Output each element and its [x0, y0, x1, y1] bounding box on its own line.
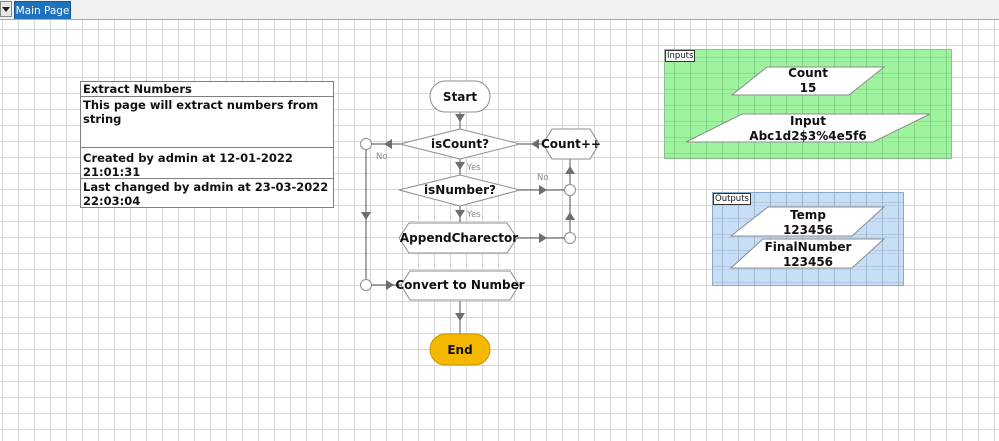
arrow-down-icon: [455, 162, 465, 170]
output-item-temp[interactable]: Temp 123456: [729, 206, 886, 237]
arrow-left-icon: [531, 139, 539, 149]
arrow-down-icon: [361, 212, 371, 220]
info-created: Created by admin at 12-01-2022 21:01:31: [81, 148, 333, 179]
tab-main-page[interactable]: Main Page: [14, 1, 71, 19]
arrow-down-icon: [455, 313, 465, 321]
tab-dropdown-button[interactable]: [0, 1, 12, 17]
node-count-increment[interactable]: Count++: [541, 128, 601, 160]
arrow-right-icon: [539, 233, 547, 243]
input-count-value: 15: [800, 81, 817, 95]
node-end-label: End: [447, 343, 472, 357]
label-yes-1: Yes: [466, 163, 481, 173]
arrow-right-icon: [386, 280, 394, 290]
label-no-2: No: [537, 173, 549, 183]
label-no-1: No: [376, 152, 388, 162]
node-isnumber-decision[interactable]: isNumber?: [398, 174, 522, 207]
info-changed: Last changed by admin at 23-03-2022 22:0…: [81, 179, 333, 208]
junction-left-top[interactable]: [360, 138, 372, 150]
node-isnumber-label: isNumber?: [424, 183, 496, 197]
output-finalnumber-value: 123456: [783, 255, 833, 269]
page-info-box[interactable]: Extract Numbers This page will extract n…: [80, 81, 334, 208]
node-append[interactable]: AppendCharector: [398, 222, 518, 254]
info-description: This page will extract numbers from stri…: [81, 97, 333, 148]
node-convert[interactable]: Convert to Number: [395, 270, 525, 301]
node-iscount-decision[interactable]: isCount?: [399, 128, 521, 160]
outputs-group-label: Outputs: [713, 193, 751, 205]
input-input-name: Input: [790, 114, 826, 128]
node-start[interactable]: Start: [429, 80, 491, 113]
arrow-up-icon: [565, 212, 575, 220]
input-item-count[interactable]: Count 15: [730, 66, 886, 96]
junctions: [360, 138, 576, 291]
info-changed-line2: 22:03:04: [83, 194, 141, 208]
arrow-left-icon: [384, 139, 392, 149]
output-item-finalnumber[interactable]: FinalNumber 123456: [729, 238, 886, 269]
label-yes-2: Yes: [466, 210, 481, 220]
chevron-down-icon: [2, 6, 10, 12]
output-temp-value: 123456: [783, 223, 833, 237]
inputs-group-label: Inputs: [665, 50, 696, 62]
input-count-name: Count: [788, 66, 828, 80]
node-start-label: Start: [443, 90, 477, 104]
node-iscount-label: isCount?: [431, 137, 489, 151]
arrow-down-icon: [455, 114, 465, 122]
junction-right-top[interactable]: [564, 184, 576, 196]
node-end[interactable]: End: [429, 333, 491, 366]
arrow-up-icon: [565, 166, 575, 174]
junction-right-bottom[interactable]: [564, 232, 576, 244]
input-input-value: Abc1d2$3%4e5f6: [749, 129, 866, 143]
arrow-right-icon: [539, 185, 547, 195]
output-temp-name: Temp: [790, 208, 826, 222]
info-changed-line1: Last changed by admin at 23-03-2022: [83, 180, 329, 194]
node-convert-label: Convert to Number: [395, 278, 524, 292]
arrowheads: [361, 114, 575, 321]
input-item-input[interactable]: Input Abc1d2$3%4e5f6: [685, 113, 931, 143]
junction-left-bottom[interactable]: [360, 279, 372, 291]
node-count-label: Count++: [541, 137, 601, 151]
tab-bar: Main Page: [0, 0, 999, 20]
info-title: Extract Numbers: [81, 82, 333, 97]
arrow-down-icon: [455, 210, 465, 218]
node-append-label: AppendCharector: [400, 231, 518, 245]
output-finalnumber-name: FinalNumber: [765, 240, 852, 254]
